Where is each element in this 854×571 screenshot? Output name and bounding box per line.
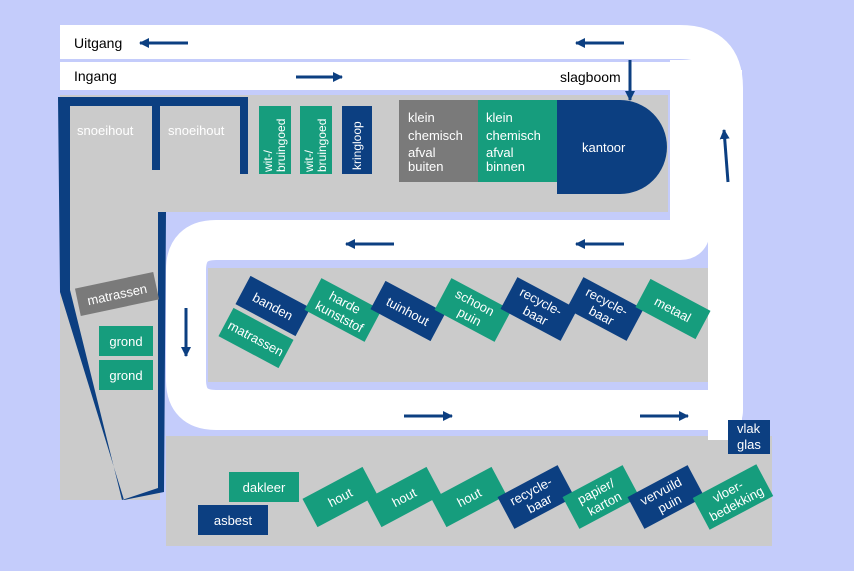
witbruingoed-2-line-1: wit-/: [302, 149, 316, 173]
svg-text:wit-/ bruingoed: wit-/ bruingoed: [302, 119, 329, 173]
bin-matrassen-left: matrassen: [74, 271, 160, 317]
office: kantoor: [557, 100, 667, 194]
witbruingoed-1-line-2: bruingoed: [274, 119, 288, 172]
bin-kringloop: kringloop: [342, 106, 372, 174]
bin-asbest: asbest: [198, 505, 268, 535]
kringloop-label: kringloop: [350, 121, 364, 170]
entrance-label: Ingang: [74, 68, 117, 84]
grond-1-label: grond: [109, 334, 142, 349]
snoeihout-label-1: snoeihout: [77, 123, 134, 138]
asbest-label: asbest: [214, 513, 253, 528]
kca-outside-line-4: buiten: [408, 159, 443, 174]
vlak-glas-line-1: vlak: [737, 421, 761, 436]
witbruingoed-2-line-2: bruingoed: [315, 119, 329, 172]
witbruingoed-1-line-1: wit-/: [261, 149, 275, 173]
grond-2-label: grond: [109, 368, 142, 383]
office-label: kantoor: [582, 140, 626, 155]
kca-outside-line-3: afval: [408, 145, 436, 160]
kca-inside-line-1: klein: [486, 110, 513, 125]
dakleer-label: dakleer: [243, 480, 286, 495]
road-loop: [166, 60, 740, 430]
vlak-glas-line-2: glas: [737, 437, 761, 452]
bin-hout-1: hout: [302, 466, 378, 528]
svg-text:wit-/ bruingoed: wit-/ bruingoed: [261, 119, 288, 173]
kca-inside-line-4: binnen: [486, 159, 525, 174]
bin-witbruingoed-1: wit-/ bruingoed: [259, 106, 291, 174]
bin-dakleer: dakleer: [229, 472, 299, 502]
bin-hout-2: hout: [366, 466, 442, 528]
arrow-right-up: [719, 129, 730, 183]
bin-grond-2: grond: [99, 360, 153, 390]
kca-inside-line-3: afval: [486, 145, 514, 160]
svg-text:vlak glas: vlak glas: [737, 421, 764, 452]
svg-text:klein chemisch afv: klein chemisch afval binnen: [486, 110, 545, 174]
bin-witbruingoed-2: wit-/ bruingoed: [300, 106, 332, 174]
exit-label: Uitgang: [74, 35, 122, 51]
road-right-ribbon: [708, 70, 742, 440]
svg-text:klein chemisch afv: klein chemisch afval buiten: [408, 110, 467, 174]
snoeihout-label-2: snoeihout: [168, 123, 225, 138]
kca-outside-line-2: chemisch: [408, 128, 463, 143]
kca-outside-line-1: klein: [408, 110, 435, 125]
kca-inside-line-2: chemisch: [486, 128, 541, 143]
barrier-label: slagboom: [560, 69, 621, 85]
bin-grond-1: grond: [99, 326, 153, 356]
bin-vervuild-puin: vervuild puin: [627, 465, 705, 529]
kca-outside: klein chemisch afval buiten: [399, 100, 478, 182]
kca-inside: klein chemisch afval binnen: [478, 100, 557, 182]
bin-hout-3: hout: [431, 466, 507, 528]
bin-vlak-glas: vlak glas: [728, 420, 770, 454]
